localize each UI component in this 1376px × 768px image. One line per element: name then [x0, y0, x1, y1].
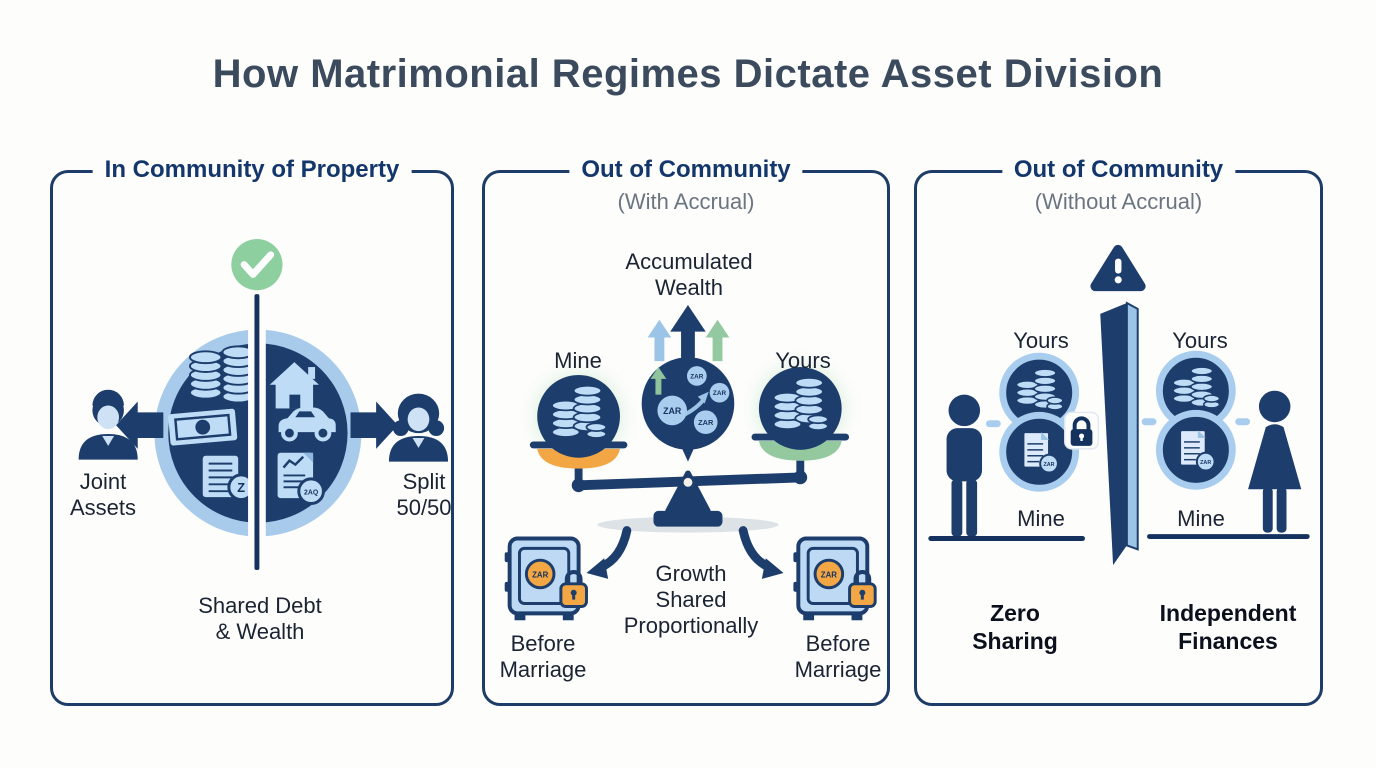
- safe-icon: ZAR: [504, 536, 588, 621]
- assets-cluster-left: ZAR: [999, 352, 1100, 492]
- padlock-icon: [1064, 411, 1100, 450]
- safe-icon: ZAR: [793, 536, 877, 621]
- panel-title: Out of Community: [569, 154, 803, 186]
- person-female-icon: [1248, 390, 1302, 533]
- growth-shared-caption: Growth Shared Proportionally: [623, 561, 759, 638]
- growth-arrow-right-icon: [705, 319, 730, 362]
- zar-coin-icon: ZAR: [713, 390, 727, 397]
- mine-right-label: Mine: [1177, 506, 1225, 531]
- warning-icon: [1090, 244, 1146, 292]
- zar-coin-icon: ZAR: [821, 570, 837, 579]
- zar-coin-icon: ZAR: [698, 418, 714, 427]
- document-icon: ZAR: [1179, 429, 1216, 472]
- padlock-icon: [848, 570, 877, 608]
- curved-arrow-left-icon: [586, 526, 632, 579]
- padlock-icon: [559, 570, 588, 608]
- curved-arrow-right-icon: [738, 526, 784, 579]
- person-male-icon: [946, 394, 983, 537]
- scale-pan-right: [751, 367, 850, 461]
- scale-pan-left: [529, 374, 628, 469]
- person-male-icon: [78, 389, 138, 460]
- balance-scale-icon: [571, 460, 808, 533]
- panel-title: Out of Community: [1001, 154, 1236, 186]
- growth-arrow-main-icon: [670, 304, 706, 370]
- community-scene: Z: [78, 239, 449, 571]
- car-icon: [278, 407, 336, 442]
- coin-stack-icon: [551, 384, 608, 439]
- coin-stack-icon: [188, 345, 255, 404]
- z-coin-icon: Z: [237, 480, 245, 495]
- ledger-icon: Z: [202, 455, 255, 502]
- coin-stack-icon: [1015, 368, 1064, 411]
- panel-title: In Community of Property: [92, 154, 412, 186]
- shared-debt-caption: Shared Debt & Wealth: [198, 593, 322, 644]
- divider-line: [254, 294, 260, 571]
- zar-coin-icon: ZAR: [1200, 460, 1211, 466]
- yours-label: Yours: [775, 348, 831, 373]
- assets-cluster-right: ZAR: [1155, 350, 1236, 490]
- check-icon: [231, 239, 283, 291]
- coin-stack-icon: [772, 377, 829, 432]
- growth-arrow-left-icon: [647, 319, 672, 362]
- zar-coin-icon: ZAR: [532, 570, 548, 579]
- mine-left-label: Mine: [1017, 506, 1065, 531]
- wall-icon: [1100, 301, 1139, 566]
- arrow-left-icon: [116, 401, 164, 449]
- zero-sharing-caption: Zero Sharing: [972, 600, 1058, 655]
- page-title: How Matrimonial Regimes Dictate Asset Di…: [212, 52, 1164, 96]
- panel-with-accrual: Out of Community (With Accrual): [482, 154, 890, 706]
- accumulated-wealth-label: Accumulated Wealth: [625, 249, 753, 300]
- panel-subtitle: (Without Accrual): [1034, 189, 1203, 214]
- panel-without-accrual: Out of Community (Without Accrual): [914, 154, 1323, 706]
- panel-subtitle: (With Accrual): [617, 189, 755, 214]
- banknote-icon: [168, 408, 238, 446]
- before-marriage-left-label: Before Marriage: [499, 631, 587, 682]
- zar-coin-icon: ZAR: [690, 373, 704, 380]
- zar-coin-icon: 2AQ: [304, 490, 319, 497]
- coin-stack-icon: [1172, 366, 1221, 409]
- zar-coin-icon: ZAR: [1043, 462, 1054, 468]
- independent-finances-caption: Independent Finances: [1159, 600, 1297, 655]
- document-icon: ZAR: [1022, 431, 1059, 474]
- no-accrual-scene: ZAR: [928, 244, 1310, 566]
- before-marriage-right-label: Before Marriage: [794, 631, 882, 682]
- joint-assets-label: Joint Assets: [69, 469, 137, 520]
- house-icon: [269, 362, 319, 409]
- yours-left-label: Yours: [1013, 328, 1069, 353]
- zar-coin-icon: ZAR: [663, 406, 682, 416]
- split-5050-label: Split 50/50: [396, 469, 452, 520]
- yours-right-label: Yours: [1172, 328, 1228, 353]
- person-female-icon: [388, 393, 449, 462]
- mine-label: Mine: [554, 348, 602, 373]
- accumulated-wealth-circle-icon: ZAR ZAR ZAR ZAR: [641, 357, 735, 462]
- panel-in-community: In Community of Property: [50, 154, 454, 706]
- accrual-scene: ZAR ZAR ZAR ZAR: [504, 304, 877, 621]
- document-icon: 2AQ: [277, 452, 325, 505]
- arrow-right-icon: [350, 401, 398, 449]
